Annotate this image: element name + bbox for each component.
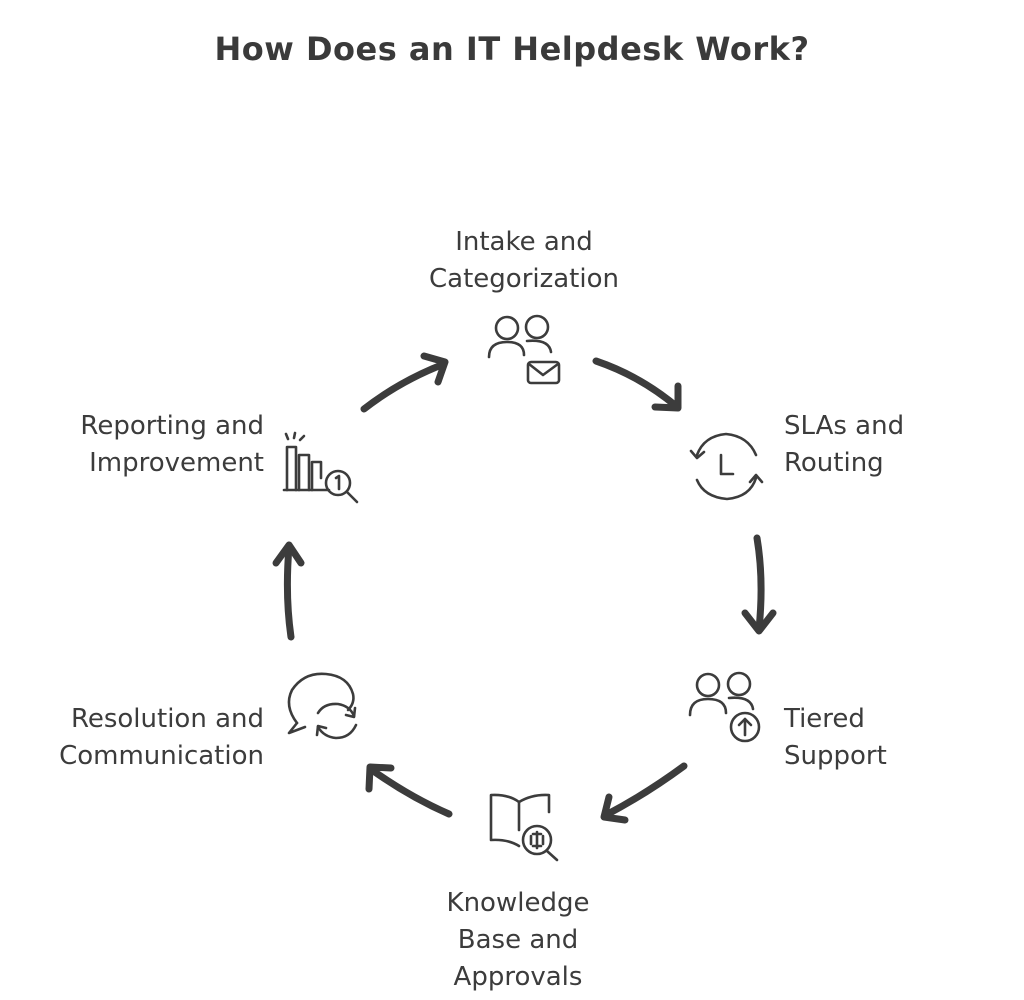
step-label-line: Routing — [784, 448, 884, 478]
step-label-line: Tiered — [784, 704, 865, 734]
step-label-line: Categorization — [429, 264, 619, 294]
step-label-line: Knowledge — [446, 888, 590, 918]
step-label-line: Base and — [457, 925, 579, 955]
step-label-tiered: Tiered Support — [784, 701, 887, 775]
step-label-line: Resolution and — [70, 704, 264, 734]
chart-search-icon — [282, 431, 359, 504]
users-escalate-icon — [688, 671, 761, 743]
step-label-line: Support — [784, 741, 887, 771]
arrow-reporting-to-intake — [360, 352, 449, 413]
step-label-line: Communication — [59, 741, 264, 771]
step-label-line: Improvement — [89, 448, 264, 478]
step-label-intake: Intake and Categorization — [374, 224, 674, 298]
diagram-title: How Does an IT Helpdesk Work? — [214, 30, 810, 68]
step-label-slas: SLAs and Routing — [784, 408, 904, 482]
step-label-line: Reporting and — [80, 411, 264, 441]
arrow-resolution-to-reporting — [272, 541, 305, 641]
step-label-line: Approvals — [453, 962, 583, 992]
clock-cycle-icon — [689, 432, 764, 501]
chat-refresh-icon — [287, 672, 358, 740]
step-label-line: Intake and — [455, 227, 593, 257]
arrow-intake-to-slas — [592, 357, 682, 412]
step-label-knowledge: Knowledge Base and Approvals — [368, 885, 668, 996]
arrow-tiered-to-knowledge — [600, 762, 688, 824]
step-label-reporting: Reporting and Improvement — [0, 408, 264, 482]
step-label-line: SLAs and — [784, 411, 905, 441]
step-label-resolution: Resolution and Communication — [0, 701, 264, 775]
book-search-icon — [489, 793, 559, 862]
users-mail-icon — [487, 314, 561, 385]
arrow-knowledge-to-resolution — [365, 763, 453, 818]
arrow-slas-to-tiered — [741, 534, 777, 635]
